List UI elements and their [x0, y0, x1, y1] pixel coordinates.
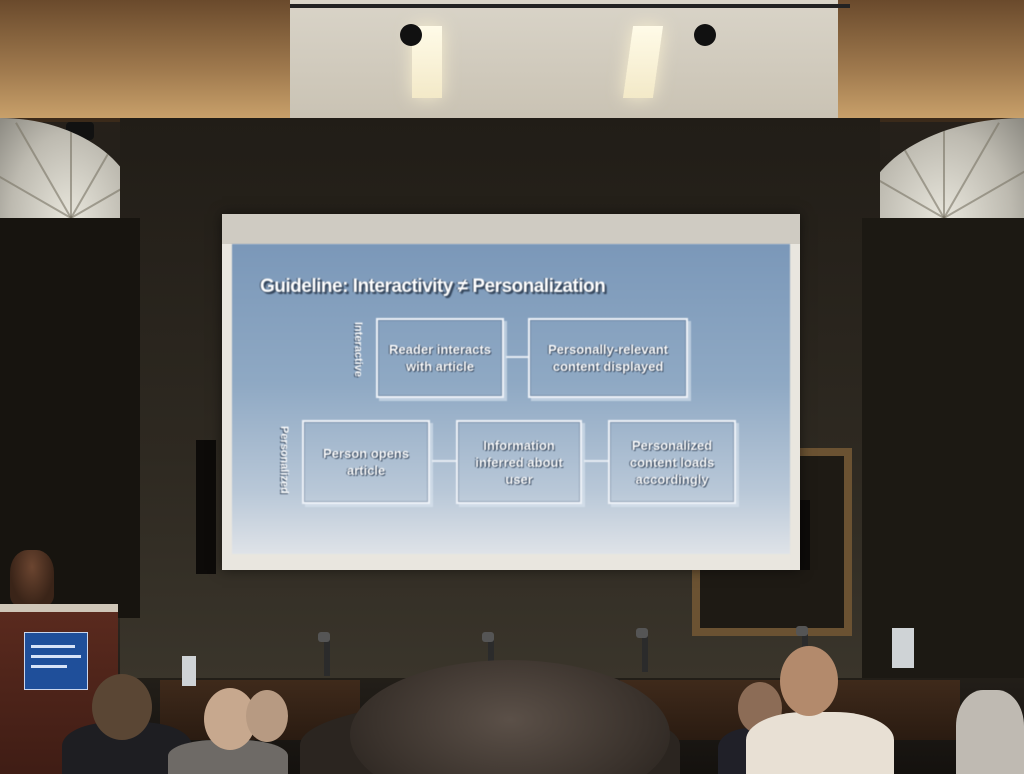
flow-connector	[584, 460, 608, 462]
audience-head-foreground	[350, 660, 670, 774]
audience-member	[746, 712, 894, 774]
projection-screen: Guideline: Interactivity ≠ Personalizati…	[222, 214, 800, 570]
water-bottle	[182, 656, 196, 686]
audience-head	[92, 674, 152, 740]
podium-logo-icon	[24, 632, 88, 690]
audience-head	[246, 690, 288, 742]
microphone-head	[482, 632, 494, 642]
arched-window-right	[862, 118, 1024, 218]
flow-box: Personalized content loads accordingly	[608, 420, 736, 504]
microphone-head	[796, 626, 808, 636]
presentation-slide: Guideline: Interactivity ≠ Personalizati…	[232, 244, 790, 554]
microphone-icon	[324, 640, 330, 676]
screen-top-border	[222, 214, 800, 244]
audience-head	[780, 646, 838, 716]
microphone-head	[318, 632, 330, 642]
ceiling-panel-left	[0, 0, 290, 122]
flow-box: Person opens article	[302, 420, 430, 504]
flow-box: Information inferred about user	[456, 420, 582, 504]
microphone-icon	[642, 636, 648, 672]
table-nameplate	[892, 628, 914, 668]
slide-title: Guideline: Interactivity ≠ Personalizati…	[260, 276, 606, 297]
row-label-interactive: Interactive	[352, 322, 364, 378]
flow-box: Personally-relevant content displayed	[528, 318, 688, 398]
microphone-icon	[488, 640, 494, 676]
wall-right	[862, 218, 1024, 678]
spotlight-icon	[694, 24, 716, 46]
flow-box: Reader interacts with article	[376, 318, 504, 398]
screen-side-drape	[196, 440, 216, 574]
spotlight-icon	[400, 24, 422, 46]
ceiling-panel-right	[838, 0, 1024, 122]
arched-window-left	[0, 118, 140, 218]
audience-member	[956, 690, 1024, 774]
flow-connector	[432, 460, 456, 462]
speaker-person	[10, 550, 54, 606]
row-label-personalized: Personalized	[278, 426, 290, 494]
ceiling-light-track	[290, 4, 850, 8]
flow-connector	[506, 356, 528, 358]
microphone-head	[636, 628, 648, 638]
